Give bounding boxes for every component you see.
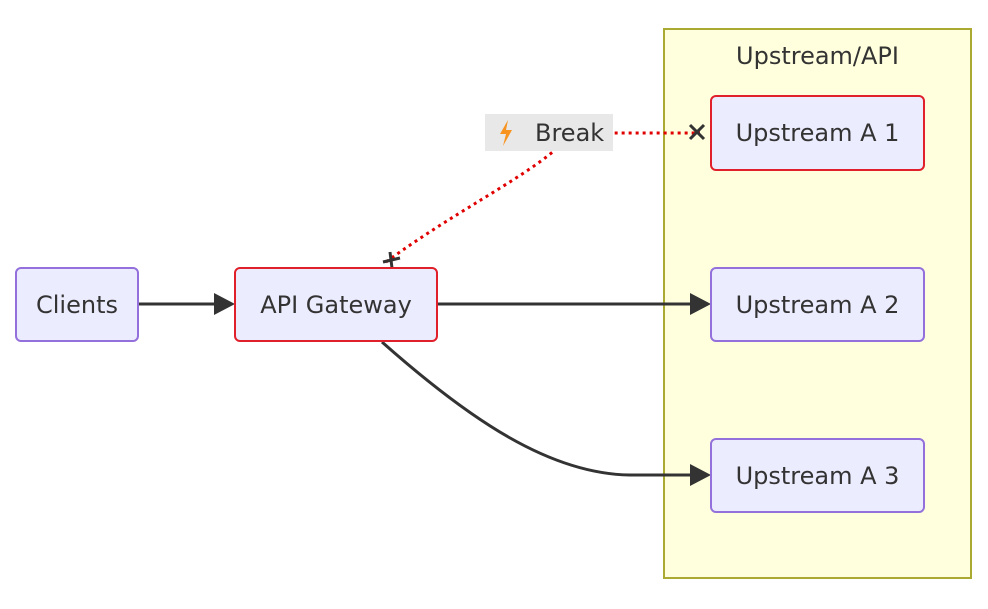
cross-marker-upstream-a1 <box>688 123 706 141</box>
node-upstream-a3-label: Upstream A 3 <box>735 461 900 490</box>
cluster-title: Upstream/API <box>736 42 899 70</box>
lightning-bolt-icon <box>497 119 515 146</box>
node-upstream-a1[interactable]: Upstream A 1 <box>710 95 925 171</box>
node-upstream-a2-label: Upstream A 2 <box>735 290 900 319</box>
arrowhead-upstream-a3 <box>690 464 711 486</box>
edge-gateway-to-upstream-a1-break <box>385 131 700 264</box>
break-edge-label: Break <box>485 114 613 151</box>
arrowhead-upstream-a2 <box>690 293 711 315</box>
node-api-gateway-label: API Gateway <box>260 290 412 319</box>
node-upstream-a3[interactable]: Upstream A 3 <box>710 438 925 513</box>
node-upstream-a1-label: Upstream A 1 <box>735 119 900 147</box>
node-upstream-a2[interactable]: Upstream A 2 <box>710 267 925 342</box>
node-clients[interactable]: Clients <box>15 267 139 342</box>
node-api-gateway[interactable]: API Gateway <box>234 267 438 342</box>
arrowhead-gateway <box>214 293 235 315</box>
break-label-text: Break <box>535 118 605 147</box>
edge-gateway-to-upstream-a3 <box>381 340 697 477</box>
cross-marker-gateway <box>382 251 401 269</box>
node-clients-label: Clients <box>36 290 118 319</box>
